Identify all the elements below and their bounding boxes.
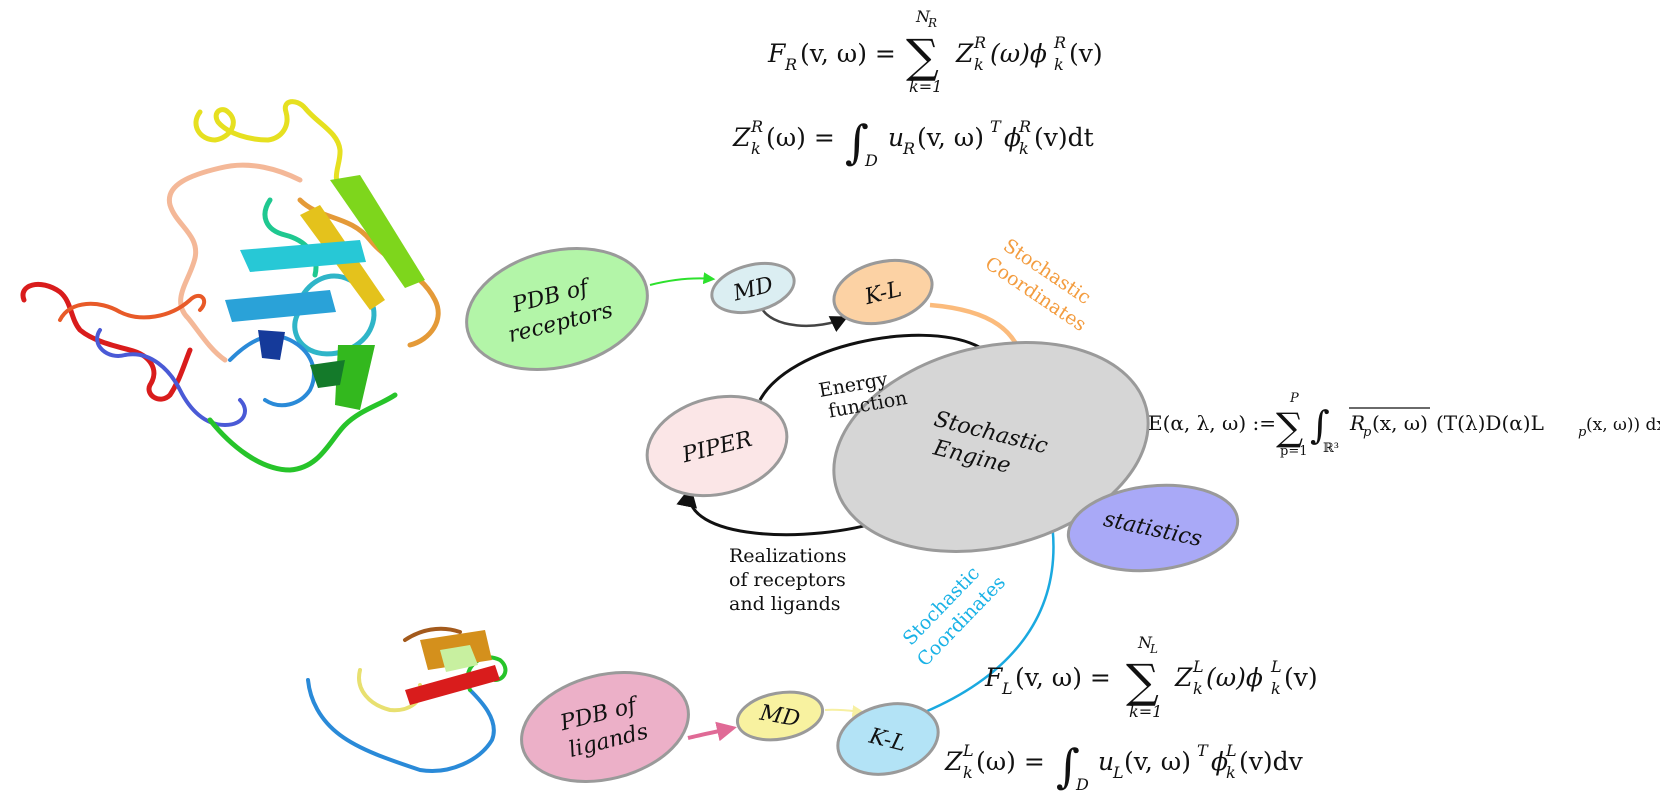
fr-sub: R xyxy=(784,55,797,74)
zr-u-sub: R xyxy=(902,139,915,158)
fr-sum-top-r: R xyxy=(927,16,937,30)
fl-sum-top-n: N xyxy=(1137,633,1153,652)
fr-lhs: F xyxy=(767,39,787,68)
zr-args: (ω) = xyxy=(766,123,835,152)
fl-phi-sup: L xyxy=(1270,657,1282,676)
zl-phi: ϕ xyxy=(1211,747,1228,776)
arrow-pdb-receptors-to-md xyxy=(649,272,716,286)
e-body: R xyxy=(1349,411,1365,435)
realizations-line2: of receptors xyxy=(729,569,846,591)
fl-end: (v) xyxy=(1284,663,1318,692)
zr-int-sub: D xyxy=(864,151,878,170)
equation-energy: E(α, λ, ω) := ∑ P p=1 ∫ ℝ³ R p (x, ω) (T… xyxy=(1148,391,1660,459)
arrow-kl-bottom-to-engine xyxy=(924,507,1060,714)
protein-ribbon-receptor-icon xyxy=(20,99,441,473)
e-rest-sub: p xyxy=(1578,425,1587,440)
zr-mid: (v, ω) xyxy=(917,123,984,152)
fl-phi-sub: k xyxy=(1271,679,1281,698)
zl-integral-icon: ∫ xyxy=(1056,739,1080,793)
fl-lhs: F xyxy=(984,663,1004,692)
e-end: (x, ω)) dx xyxy=(1586,415,1660,435)
fl-z-sup: L xyxy=(1192,657,1204,676)
fr-end: (v) xyxy=(1069,39,1103,68)
zl-sub: k xyxy=(963,763,973,782)
e-sum-icon: ∑ xyxy=(1276,405,1303,449)
realizations-line3: and ligands xyxy=(729,593,841,615)
zr-phi-sub: k xyxy=(1019,139,1029,158)
fr-z: Z xyxy=(955,39,974,68)
zl-phi-sup: L xyxy=(1225,741,1237,760)
stochastic-coordinates-top-label: Stochastic Coordinates xyxy=(981,232,1104,336)
zr-T: T xyxy=(990,117,1002,136)
fr-mid: (ω)ϕ xyxy=(990,39,1047,68)
fl-mid: (ω)ϕ xyxy=(1206,663,1263,692)
e-integral-icon: ∫ xyxy=(1310,403,1330,447)
zr-sub: k xyxy=(751,139,761,158)
arrow-md-bottom-to-kl xyxy=(824,705,865,718)
fl-args: (v, ω) = xyxy=(1015,663,1111,692)
arrow-engine-to-pipier xyxy=(676,485,886,537)
zl-args: (ω) = xyxy=(976,747,1045,776)
fl-z-sub: k xyxy=(1193,679,1203,698)
equation-zl: Z L k (ω) = ∫ D u L (v, ω) T ϕ L k (v)dv xyxy=(944,739,1304,794)
fl-z: Z xyxy=(1174,663,1193,692)
e-sum-bot: p=1 xyxy=(1280,444,1308,459)
fl-sub: L xyxy=(1001,679,1013,698)
zr-phi-sup: R xyxy=(1018,117,1031,136)
fr-z-sub: k xyxy=(974,55,984,74)
fr-sum-top-n: N xyxy=(915,7,931,26)
node-kl-top[interactable]: K-L xyxy=(827,251,939,333)
node-stochastic-engine[interactable]: Stochastic Engine xyxy=(812,311,1171,582)
zl-T: T xyxy=(1197,741,1209,760)
equation-zr: Z R k (ω) = ∫ D u R (v, ω) T ϕ R k (v)dt xyxy=(732,115,1094,170)
zr-sup: R xyxy=(750,117,763,136)
fr-sum-icon: ∑ xyxy=(906,29,939,83)
zl-mid: (v, ω) xyxy=(1124,747,1191,776)
protein-ribbon-ligand-icon xyxy=(306,626,508,773)
realizations-label: Realizations of receptors and ligands xyxy=(729,545,853,615)
e-int-sub: ℝ³ xyxy=(1323,441,1339,456)
zr-end: (v)dt xyxy=(1034,123,1094,152)
zr-u: u xyxy=(888,123,904,152)
fr-sum-bot: k=1 xyxy=(909,77,942,96)
zr-lhs: Z xyxy=(732,123,751,152)
zl-end: (v)dv xyxy=(1239,747,1304,776)
equation-fr: F R (v, ω) = ∑ N R k=1 Z R k (ω)ϕ R k (v… xyxy=(767,7,1103,96)
zl-int-sub: D xyxy=(1075,775,1089,794)
arrow-pdb-ligands-to-md xyxy=(687,721,737,742)
zr-phi: ϕ xyxy=(1004,123,1021,152)
zl-u: u xyxy=(1098,747,1114,776)
node-statistics[interactable]: statistics xyxy=(1064,477,1242,578)
node-pipier[interactable]: PIPER xyxy=(636,382,797,510)
stochastic-coordinates-bottom-label: Stochastic Coordinates xyxy=(895,554,1010,671)
fr-z-sup: R xyxy=(973,33,986,52)
zl-u-sub: L xyxy=(1112,763,1124,782)
equation-fl: F L (v, ω) = ∑ N L k=1 Z L k (ω)ϕ L k (v… xyxy=(984,633,1318,721)
fr-phi-sub: k xyxy=(1054,55,1064,74)
zl-phi-sub: k xyxy=(1226,763,1236,782)
e-lhs: E(α, λ, ω) := xyxy=(1148,411,1276,435)
node-md-bottom[interactable]: MD xyxy=(734,686,827,746)
fr-args: (v, ω) = xyxy=(800,39,896,68)
node-md-top[interactable]: MD xyxy=(707,256,800,321)
node-pdb-receptors[interactable]: PDB of receptors xyxy=(454,230,661,387)
node-kl-bottom[interactable]: K-L xyxy=(830,694,945,785)
zl-lhs: Z xyxy=(944,747,963,776)
fr-phi-sup: R xyxy=(1053,33,1066,52)
arrow-md-to-kl-top xyxy=(758,304,849,332)
fl-sum-icon: ∑ xyxy=(1126,654,1159,708)
zl-sup: L xyxy=(962,741,974,760)
zr-integral-icon: ∫ xyxy=(845,115,869,169)
e-rest: (T(λ)D(α)L xyxy=(1436,411,1544,435)
fl-sum-top-l: L xyxy=(1149,642,1158,656)
e-sum-top: P xyxy=(1289,391,1299,406)
e-body-mid: (x, ω) xyxy=(1372,411,1428,435)
node-pdb-ligands[interactable]: PDB of ligands xyxy=(510,656,700,798)
realizations-line1: Realizations xyxy=(729,545,847,567)
e-body-sub: p xyxy=(1363,425,1372,440)
fl-sum-bot: k=1 xyxy=(1129,702,1162,721)
